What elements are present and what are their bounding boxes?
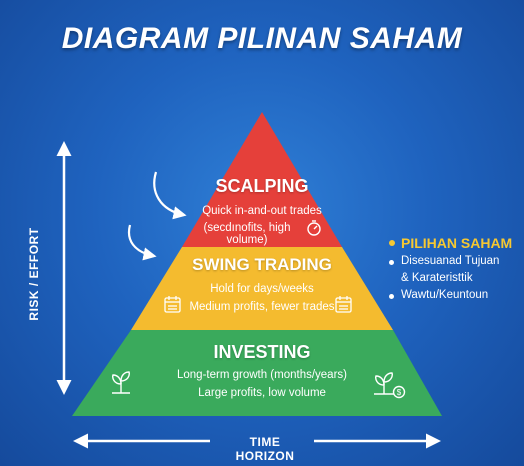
- tier-investing-title: INVESTING: [213, 342, 311, 362]
- tier-investing-line-2: Large profits, low volume: [198, 387, 326, 399]
- tier-scalping-line-1: Quick in-and-out trades: [202, 205, 322, 217]
- tier-scalping-title: SCALPING: [215, 176, 309, 196]
- curved-arrow-icon: [127, 224, 157, 261]
- tier-investing-shape: [72, 330, 442, 416]
- calendar-icon: [164, 296, 181, 313]
- tier-scalping-shape: [182, 112, 342, 247]
- plant-coin-icon: $: [374, 372, 406, 399]
- legend-bullet: [389, 294, 394, 299]
- legend-bullet: [389, 260, 394, 265]
- calendar-icon: [335, 296, 352, 313]
- legend-bullet: [389, 240, 395, 246]
- tier-scalping-line-2: (secdınofits, high volume): [203, 222, 291, 246]
- legend-title: PILIHAN SAHAM: [401, 235, 513, 251]
- tier-swing-line-1: Hold for days/weeks: [210, 283, 314, 295]
- stopwatch-icon: [307, 220, 321, 236]
- legend-item: Wawtu/Keuntoun: [401, 289, 489, 301]
- tier-swing-line-2: Medium profits, fewer trades: [189, 301, 335, 313]
- legend-item: Disesuanad Tujuan: [401, 255, 500, 267]
- x-axis-label: TIME HORIZON: [235, 435, 295, 463]
- curved-arrow-icon: [153, 171, 187, 220]
- tier-swing-title: SWING TRADING: [192, 255, 332, 274]
- tier-swing-shape: [131, 247, 393, 330]
- diagram-title: DIAGRAM PILINAN SAHAM: [61, 22, 463, 55]
- plant-growth-icon: [112, 371, 130, 394]
- tier-investing-line-1: Long-term growth (months/years): [176, 369, 347, 381]
- svg-text:$: $: [397, 388, 402, 397]
- legend-item: & Karateristtik: [401, 272, 473, 284]
- y-axis-label: RISK / EFFORT: [27, 227, 41, 321]
